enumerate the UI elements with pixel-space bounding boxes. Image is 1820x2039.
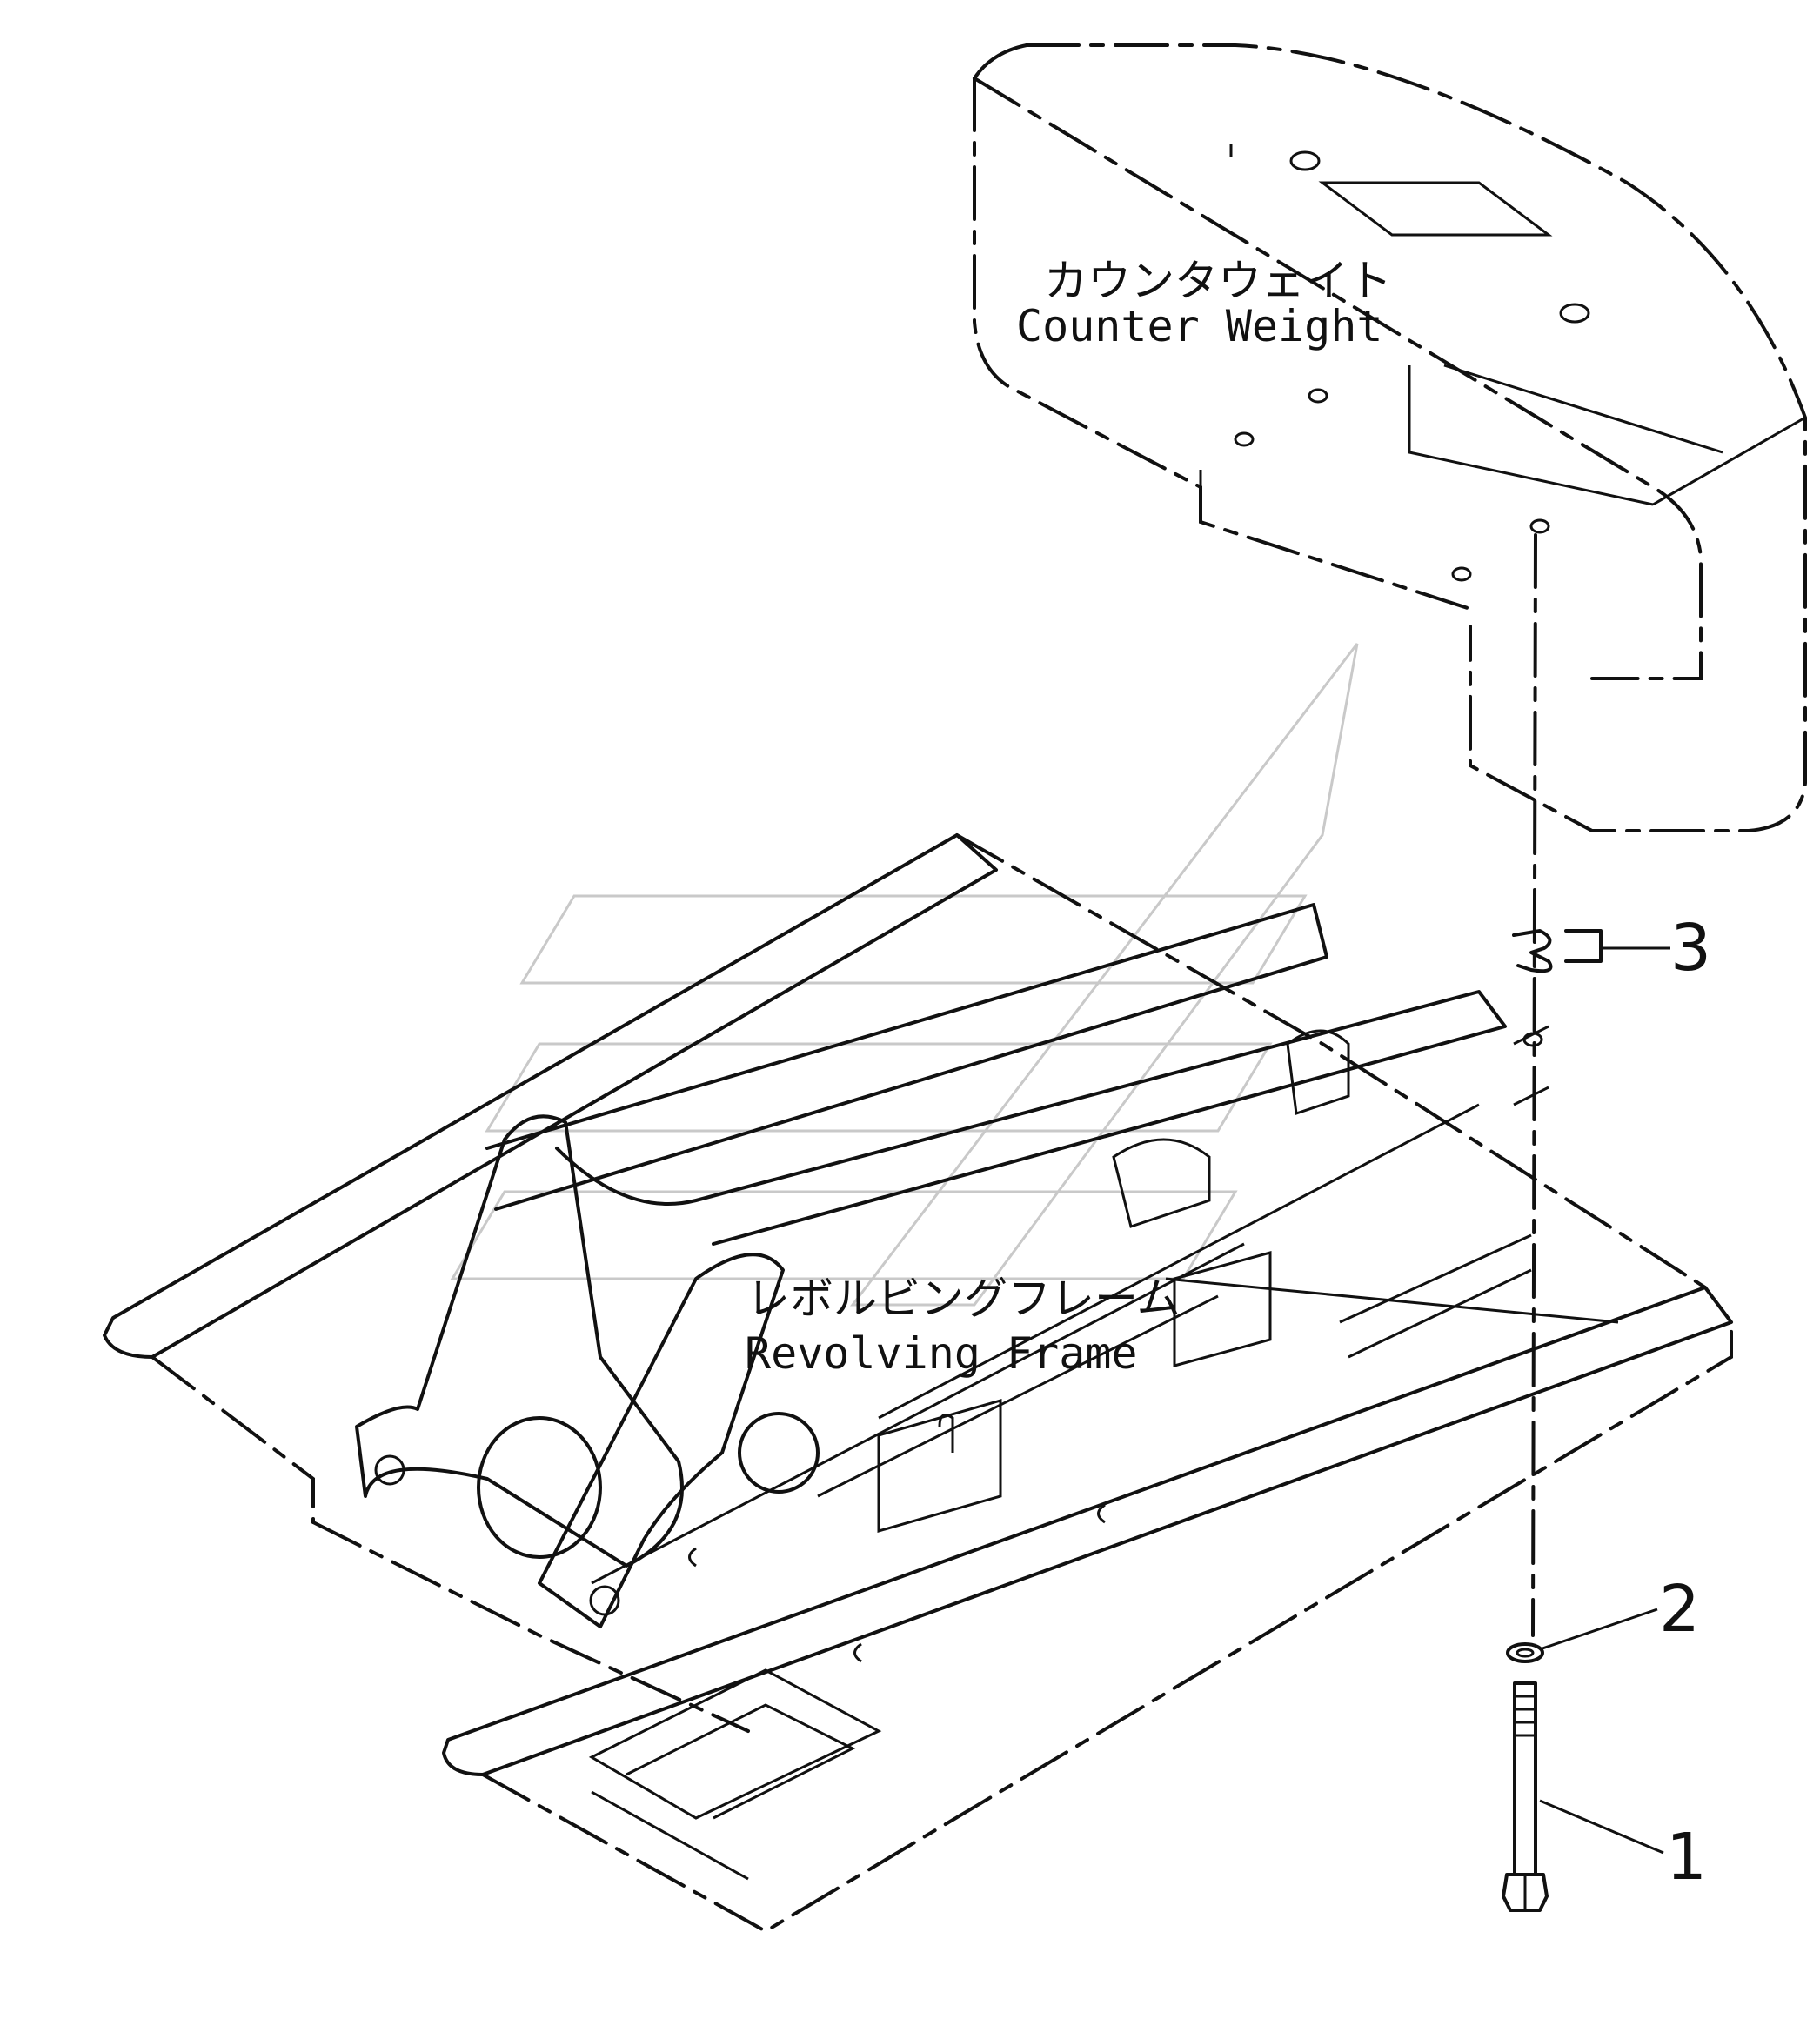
part-3-plate xyxy=(1512,929,1603,973)
counter-weight xyxy=(973,43,1807,832)
revolving-frame-label-jp: レボルビングフレーム xyxy=(746,1274,1181,1324)
revolving-frame xyxy=(103,833,1733,1934)
counter-weight-label-jp: カウンタウェイト xyxy=(1044,256,1392,306)
leader-2 xyxy=(1542,1608,1658,1650)
counter-weight-label-en: Counter Weight xyxy=(1016,301,1382,351)
part-1-bolt xyxy=(1502,1681,1549,1912)
revolving-frame-label-en: Revolving Frame xyxy=(745,1328,1138,1379)
part-2-washer xyxy=(1506,1642,1544,1663)
watermark-logo xyxy=(450,643,1359,1307)
callout-2: 2 xyxy=(1659,1572,1700,1647)
callout-3: 3 xyxy=(1670,911,1711,986)
assembly-centerline xyxy=(1531,533,1537,1637)
callout-1: 1 xyxy=(1666,1820,1707,1895)
leader-1 xyxy=(1539,1799,1664,1855)
